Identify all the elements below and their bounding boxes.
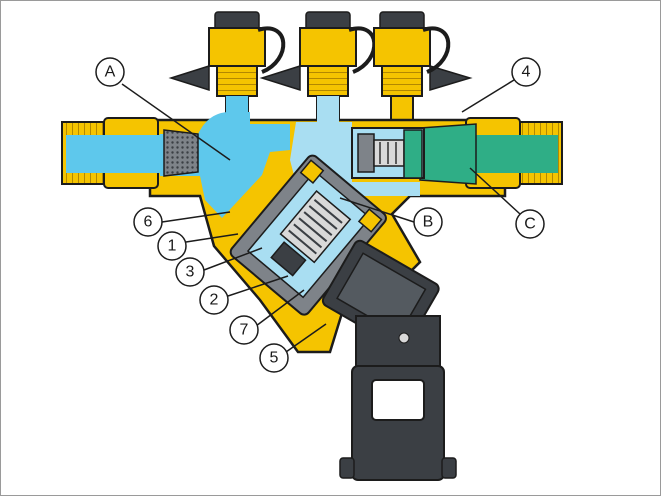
relief-valve-assembly — [229, 154, 387, 316]
callout-5: 5 — [259, 343, 289, 373]
downstream-chamber — [419, 123, 477, 185]
upstream-test-port — [226, 96, 248, 124]
callout-6-label: 6 — [144, 214, 153, 231]
callout-2: 2 — [199, 285, 229, 315]
callout-C-label: C — [524, 216, 536, 233]
test-cock-left-cap-strap — [257, 26, 286, 74]
inlet-end — [61, 117, 164, 189]
test-cock-right — [373, 11, 473, 123]
test-cock-left — [168, 11, 266, 123]
test-cock-right-cap-strap — [422, 26, 451, 74]
callout-A-label: A — [105, 64, 116, 81]
callout-B: B — [413, 207, 443, 237]
callout-1: 1 — [157, 231, 187, 261]
inlet-strainer-screen — [163, 129, 199, 177]
callout-B-label: B — [423, 214, 434, 231]
callout-4-label: 4 — [522, 64, 531, 81]
callout-A: A — [95, 57, 125, 87]
callout-7-label: 7 — [240, 322, 249, 339]
callout-7: 7 — [229, 315, 259, 345]
callout-4: 4 — [511, 57, 541, 87]
callout-6: 6 — [133, 207, 163, 237]
callout-1-label: 1 — [168, 238, 177, 255]
callout-2-label: 2 — [210, 292, 219, 309]
second-check-valve — [351, 127, 425, 179]
intermediate-test-port — [317, 96, 339, 124]
callout-3: 3 — [175, 257, 205, 287]
air-gap-drain — [339, 315, 457, 481]
callout-3-label: 3 — [186, 264, 195, 281]
callout-5-label: 5 — [270, 350, 279, 367]
leader-lines — [121, 79, 521, 353]
callout-C: C — [515, 209, 545, 239]
